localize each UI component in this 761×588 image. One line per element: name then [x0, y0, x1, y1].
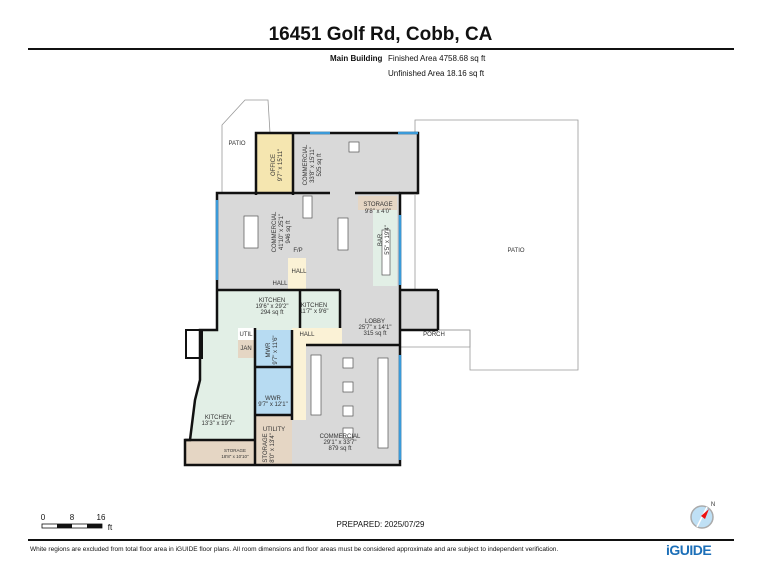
porch-label: PORCH	[423, 332, 445, 338]
room-storage-b	[255, 415, 292, 465]
room-util	[238, 328, 255, 340]
table	[342, 357, 354, 369]
patio-left-outline	[221, 99, 271, 195]
office-dims: 9'7" x 15'11"	[278, 149, 284, 181]
room-mwr	[255, 330, 292, 367]
footer-divider	[28, 539, 734, 541]
commercial-bottom-label: COMMERCIAL	[320, 434, 361, 440]
north-compass-icon: N	[690, 502, 715, 529]
office-label: OFFICE	[271, 154, 277, 176]
commercial-top-label: COMMERCIAL	[303, 144, 309, 185]
storage-top-label: STORAGE	[363, 202, 392, 208]
disclaimer: White regions are excluded from total fl…	[30, 546, 559, 553]
mwr-label: MWR	[266, 342, 272, 358]
bar-label: BAR	[378, 233, 384, 246]
table	[342, 427, 354, 439]
wwr-dims: 9'7" x 12'1"	[258, 402, 288, 408]
room-storage-c	[185, 440, 255, 465]
iguide-logo: iGUIDE	[666, 542, 712, 558]
scale-bar: 0 8 16 ft	[41, 513, 113, 532]
kitchen-a-label: KITCHEN	[259, 298, 285, 304]
utility-label: UTILITY	[263, 427, 285, 433]
table	[337, 217, 349, 251]
kitchen-a-dims: 19'6" x 29'2"	[256, 304, 289, 310]
unfinished-area: Unfinished Area 18.16 sq ft	[388, 69, 485, 78]
hall-mid-label: HALL	[299, 332, 315, 338]
commercial-bottom-dims: 29'1" x 33'7"	[324, 440, 357, 446]
kitchen-c-label: KITCHEN	[205, 415, 231, 421]
commercial-top-area: 525 sq ft	[317, 153, 323, 176]
bar-counter	[381, 229, 391, 276]
room-kitchen-b	[300, 290, 340, 328]
kitchen-b-dims: 11'7" x 9'6"	[299, 309, 328, 315]
table	[342, 381, 354, 393]
scale-tick-16: 16	[97, 513, 106, 522]
fp-label: F/P	[293, 248, 302, 254]
room-hall-top	[288, 258, 306, 290]
lobby-dims: 25'7" x 14'1"	[359, 325, 392, 331]
room-hall-col	[292, 345, 306, 420]
table	[342, 405, 354, 417]
hall-small-label: HALL	[272, 281, 288, 287]
patio-right-label: PATIO	[507, 248, 524, 254]
bar-dims: 5'5" x 19'4"	[385, 225, 391, 255]
patio-left-label: PATIO	[228, 141, 245, 147]
room-lobby	[340, 290, 400, 347]
wwr-label: WWR	[265, 396, 281, 402]
commercial-top-dims: 33'8" x 15'11"	[310, 147, 316, 183]
room-wwr	[255, 367, 292, 415]
kitchen-c-dims: 13'3" x 19'7"	[202, 421, 235, 427]
electrical-closet	[185, 329, 203, 359]
lobby-label: LOBBY	[365, 319, 385, 325]
scale-tick-0: 0	[41, 513, 46, 522]
booth	[310, 354, 322, 416]
booth	[377, 357, 389, 449]
pool-table	[243, 215, 259, 249]
kitchen-b-label: KITCHEN	[301, 303, 327, 309]
commercial-main-label: COMMERCIAL	[272, 211, 278, 252]
room-office	[256, 133, 293, 195]
mwr-dims: 9'7" x 11'6"	[273, 335, 279, 364]
lobby-area: 315 sq ft	[363, 331, 386, 337]
header-divider	[28, 48, 734, 50]
room-lobby-ext	[400, 290, 438, 330]
page-title: 16451 Golf Rd, Cobb, CA	[268, 24, 493, 45]
room-commercial-bottom-ext	[292, 420, 306, 465]
storage-c-label: STORAGE	[224, 448, 246, 453]
storage-b-label: STORAGE	[263, 433, 269, 462]
scale-unit: ft	[108, 523, 113, 532]
commercial-main-area: 946 sq ft	[286, 220, 292, 243]
table	[348, 141, 360, 153]
storage-top-dims: 9'8" x 4'0"	[365, 209, 391, 215]
commercial-main-dims: 41'10" x 25'1"	[279, 214, 285, 250]
scale-tick-8: 8	[70, 513, 75, 522]
room-storage-top	[358, 196, 397, 210]
compass-north-label: N	[711, 502, 715, 508]
room-kitchen-a	[217, 290, 300, 330]
storage-b-dims: 8'0" x 13'4"	[270, 433, 276, 463]
kitchen-a-area: 294 sq ft	[260, 310, 283, 316]
hall-top-label: HALL	[291, 269, 307, 275]
util-label: UTIL	[239, 332, 253, 338]
room-hall-mid	[292, 328, 342, 345]
finished-area: Finished Area 4758.68 sq ft	[388, 54, 486, 63]
table	[302, 195, 313, 219]
room-jan	[238, 340, 255, 358]
jan-label: JAN	[240, 346, 251, 352]
commercial-bottom-area: 879 sq ft	[328, 446, 351, 452]
prepared-date: PREPARED: 2025/07/29	[336, 520, 425, 529]
storage-c-dims: 18'8" x 10'10"	[221, 454, 249, 459]
building-label: Main Building	[330, 54, 383, 63]
